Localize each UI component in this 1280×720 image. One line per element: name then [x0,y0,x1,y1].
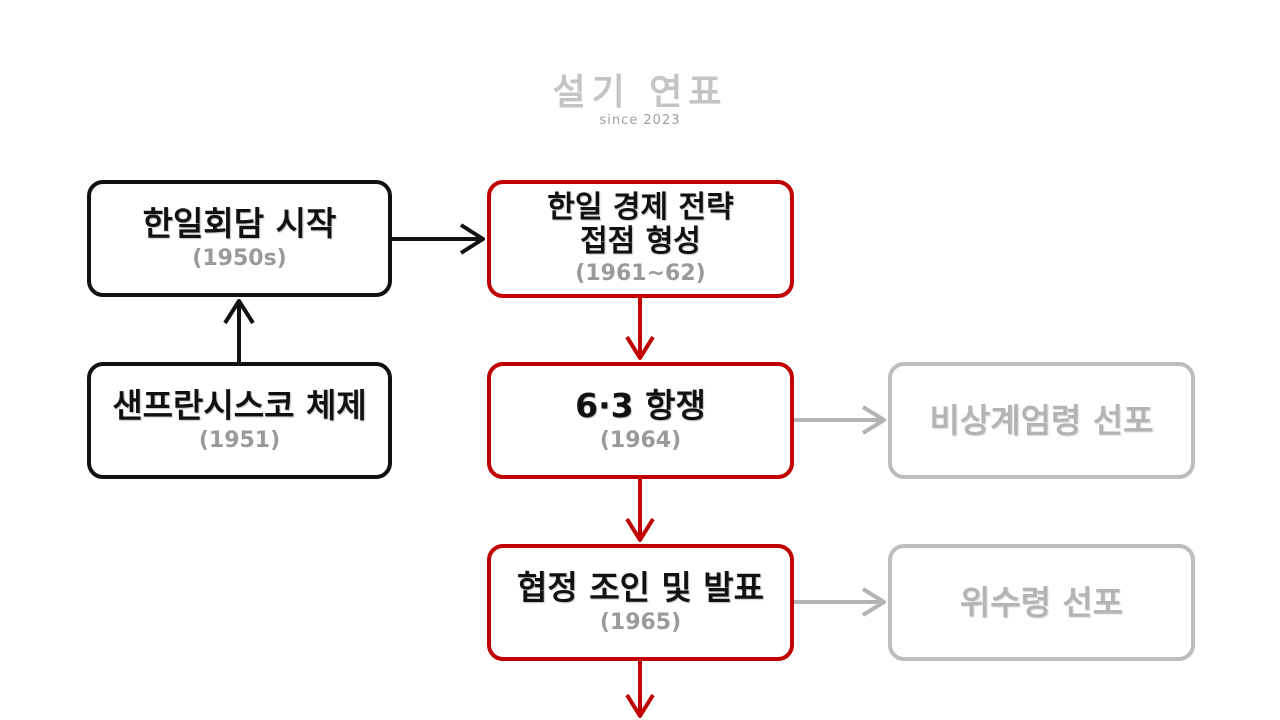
node-sanfrancisco-title: 샌프란시스코 체제 [112,385,367,425]
node-treaty-year: (1965) [599,609,682,635]
arrowhead-talks-to-economic [459,223,485,255]
node-martial: 비상계엄령 선포 [888,362,1195,479]
arrowhead-treaty-continues [625,693,655,718]
node-talks-title: 한일회담 시작 [142,203,337,243]
brand-logo: 설기 연표 since 2023 [520,72,760,128]
node-protest-year: (1964) [599,427,682,453]
node-economic: 한일 경제 전략 접점 형성 (1961~62) [487,180,794,298]
node-protest: 6·3 항쟁 (1964) [487,362,794,479]
node-sanfrancisco-year: (1951) [198,427,281,453]
arrowhead-economic-to-protest [625,335,655,360]
node-garrison: 위수령 선포 [888,544,1195,661]
node-garrison-title: 위수령 선포 [959,582,1124,622]
arrowhead-protest-to-treaty [625,517,655,542]
node-talks: 한일회담 시작 (1950s) [87,180,392,297]
arrowhead-treaty-to-garrison [861,587,886,617]
arrowhead-sanfrancisco-to-talks [223,299,255,325]
node-treaty-title: 협정 조인 및 발표 [517,567,764,607]
node-treaty: 협정 조인 및 발표 (1965) [487,544,794,661]
brand-subtitle: since 2023 [599,113,681,128]
arrowhead-protest-to-martial [861,405,886,435]
node-martial-title: 비상계엄령 선포 [929,400,1154,440]
brand-title: 설기 연표 [552,72,728,113]
node-economic-year: (1961~62) [575,261,706,286]
node-protest-title: 6·3 항쟁 [575,385,706,425]
node-economic-title-line1: 한일 경제 전략 [547,190,734,225]
node-economic-title-line2: 접점 형성 [580,224,701,259]
node-sanfrancisco: 샌프란시스코 체제 (1951) [87,362,392,479]
node-talks-year: (1950s) [192,245,287,271]
